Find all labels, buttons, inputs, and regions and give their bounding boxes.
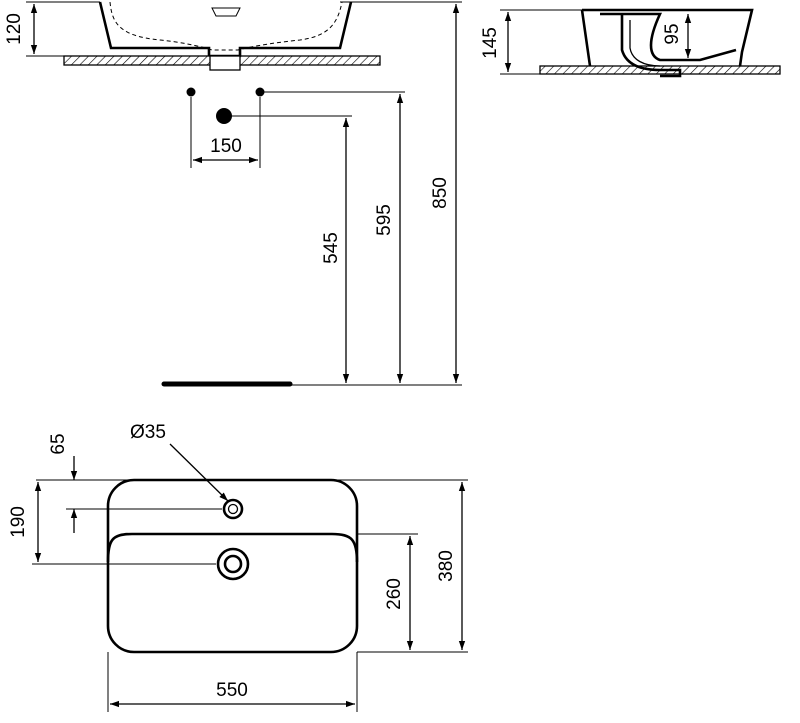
- basin-inner-dashed: [109, 1, 343, 51]
- side-overflow-channel: [620, 14, 682, 78]
- dim-waste-height: 545: [321, 232, 342, 264]
- dim-tap-hole-spacing: 150: [210, 136, 242, 157]
- dim-tap-hole-diameter: Ø35: [130, 422, 166, 443]
- overflow-slot: [211, 7, 241, 17]
- basin-profile: [98, 1, 353, 58]
- dim-bowl-depth: 260: [384, 578, 405, 610]
- dim-width: 550: [216, 680, 248, 701]
- front-elevation: 120 150 545 595 850: [4, 1, 462, 387]
- dim-basin-top-height: 850: [430, 177, 451, 209]
- supply-point-left: [186, 87, 196, 97]
- dim-side-bowl-depth: 95: [662, 23, 683, 44]
- side-bowl-inner: [600, 12, 737, 62]
- side-waste: [629, 20, 661, 67]
- dim-side-height: 145: [480, 27, 501, 59]
- plan-waste-inner: [223, 554, 243, 574]
- tap-hole-inner: [227, 503, 239, 515]
- tap-hole: [222, 498, 244, 520]
- dim-supply-height: 595: [374, 204, 395, 236]
- side-elevation: 145 95: [480, 8, 781, 78]
- dim-waste-offset: 190: [8, 506, 29, 538]
- dim-tap-hole-offset: 65: [48, 433, 69, 454]
- side-basin-profile: [580, 8, 754, 67]
- plan-view: Ø35 65 190 260 380 550: [8, 422, 468, 712]
- plan-waste-outer: [216, 547, 250, 581]
- plan-outline: [106, 478, 359, 654]
- dim-basin-height: 120: [4, 13, 25, 45]
- dim-overall-depth: 380: [436, 550, 457, 582]
- plan-bowl: [106, 532, 359, 563]
- waste-outlet: [209, 55, 241, 71]
